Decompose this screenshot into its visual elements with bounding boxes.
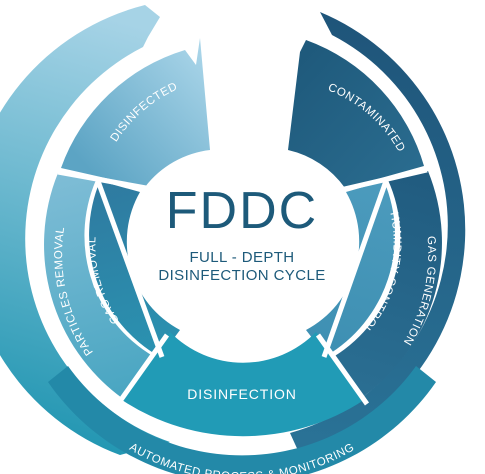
segment-disinfected[interactable] [61, 38, 210, 187]
segment-separators [57, 167, 428, 406]
segment-contaminated[interactable] [288, 40, 424, 188]
outer-arc-left [0, 5, 170, 455]
outer-arc-right [290, 12, 466, 455]
segment-gas-generation[interactable] [328, 171, 442, 396]
segment-particles-removal[interactable] [44, 173, 161, 398]
automated-band [48, 366, 436, 474]
segment-disinfection[interactable] [122, 332, 364, 437]
center-subtitle-line1: FULL - DEPTH [189, 249, 294, 266]
center-subtitle-line2: DISINFECTION CYCLE [158, 267, 325, 284]
label-disinfection: DISINFECTION [187, 386, 297, 402]
center-title: FDDC [166, 182, 318, 240]
